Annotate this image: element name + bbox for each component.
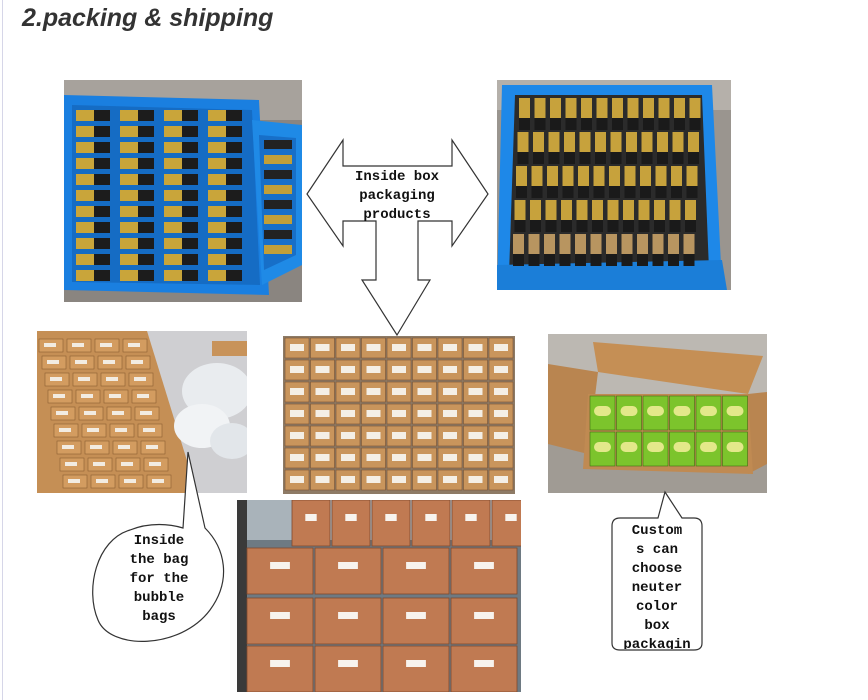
neutral-label-line: s can: [635, 542, 678, 558]
photo-blue-crate-pumps-left: [64, 80, 302, 302]
photo-bubble-bags-boxes: [37, 331, 247, 493]
arrow-label-line: Inside box: [354, 169, 439, 185]
neutral-label-line: neuter: [631, 580, 683, 596]
bag-label-line: for the: [129, 571, 189, 587]
neutral-label-line: box: [644, 618, 670, 634]
left-border-line: [2, 0, 3, 700]
neutral-callout-text: Custom s can choose neuter color box pac…: [612, 522, 702, 649]
neutral-box-speech-bubble: [611, 490, 703, 651]
arrow-callout-text: Inside box packaging products: [340, 168, 454, 225]
arrow-label-line: products: [363, 207, 431, 223]
four-way-arrow-callout: [306, 138, 489, 337]
neutral-label-line: color: [635, 599, 678, 615]
arrow-label-line: packaging: [359, 188, 435, 204]
bag-label-line: bags: [142, 609, 176, 625]
bag-label-line: bubble: [133, 590, 185, 606]
neutral-label-line: choose: [631, 561, 683, 577]
neutral-label-line: Custom: [631, 523, 683, 539]
photo-blue-crate-pumps-right: [497, 80, 731, 290]
neutral-label-line: packagin: [623, 637, 691, 649]
bag-label-line: the bag: [129, 552, 189, 568]
bag-speech-bubble: [92, 451, 225, 642]
photo-stacked-small-boxes: [283, 336, 515, 494]
page-heading: 2.packing & shipping: [22, 4, 274, 32]
photo-green-neutral-boxes: [548, 334, 767, 493]
bag-callout-text: Inside the bag for the bubble bags: [117, 532, 201, 627]
photo-shipping-cartons: [237, 500, 521, 692]
bag-label-line: Inside: [133, 533, 185, 549]
